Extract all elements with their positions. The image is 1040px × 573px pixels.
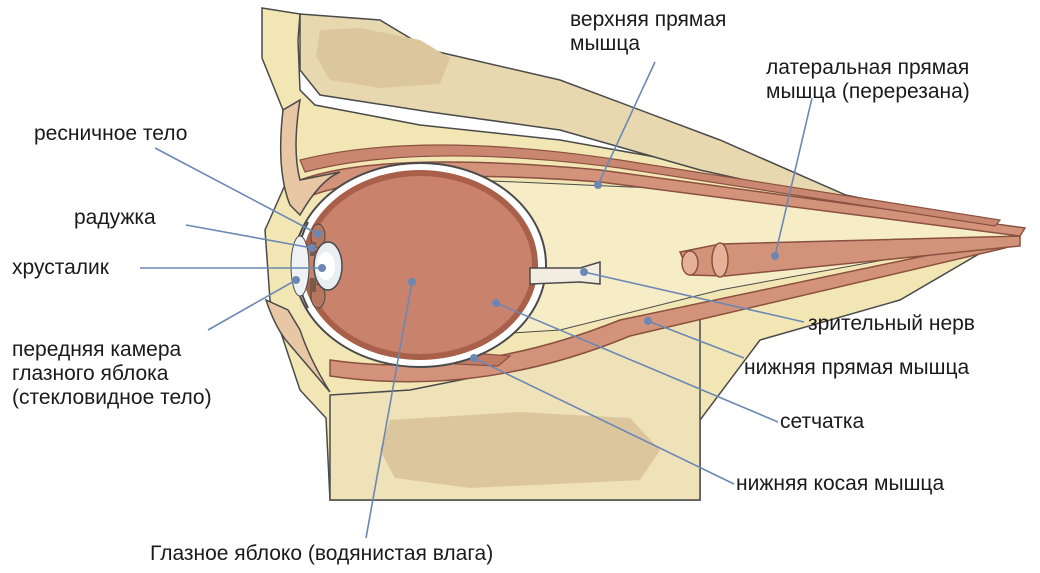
label-superior-rectus: верхняя прямая мышца <box>570 8 726 56</box>
dot-inferior-oblique <box>470 354 478 362</box>
lateral-rectus-cut-end <box>712 243 728 277</box>
upper-bone-cavity <box>316 28 450 88</box>
label-lens: хрусталик <box>12 256 109 280</box>
label-iris: радужка <box>74 206 156 230</box>
dot-optic-nerve <box>580 268 588 276</box>
dot-inferior-rectus <box>644 317 652 325</box>
lower-bone-cavity <box>380 412 660 488</box>
dot-ciliary-body <box>314 230 322 238</box>
label-retina: сетчатка <box>780 410 864 434</box>
dot-retina <box>492 299 500 307</box>
lateral-rectus-cut-start <box>682 251 698 275</box>
dot-anterior-chamber <box>292 276 300 284</box>
iris-lower <box>310 278 316 292</box>
dot-lens <box>318 264 326 272</box>
label-anterior-chamber: передняя камера глазного яблока (стеклов… <box>12 338 212 410</box>
dot-iris <box>308 244 316 252</box>
label-inferior-rectus: нижняя прямая мышца <box>744 356 969 380</box>
dot-eyeball <box>408 278 416 286</box>
label-inferior-oblique: нижняя косая мышца <box>736 472 944 496</box>
label-optic-nerve: зрительный нерв <box>808 312 975 336</box>
dot-superior-rectus <box>594 181 602 189</box>
label-ciliary-body: ресничное тело <box>34 122 187 146</box>
label-lateral-rectus: латеральная прямая мышца (перерезана) <box>766 56 970 104</box>
label-eyeball: Глазное яблоко (водянистая влага) <box>150 542 493 566</box>
dot-lateral-rectus <box>771 252 779 260</box>
